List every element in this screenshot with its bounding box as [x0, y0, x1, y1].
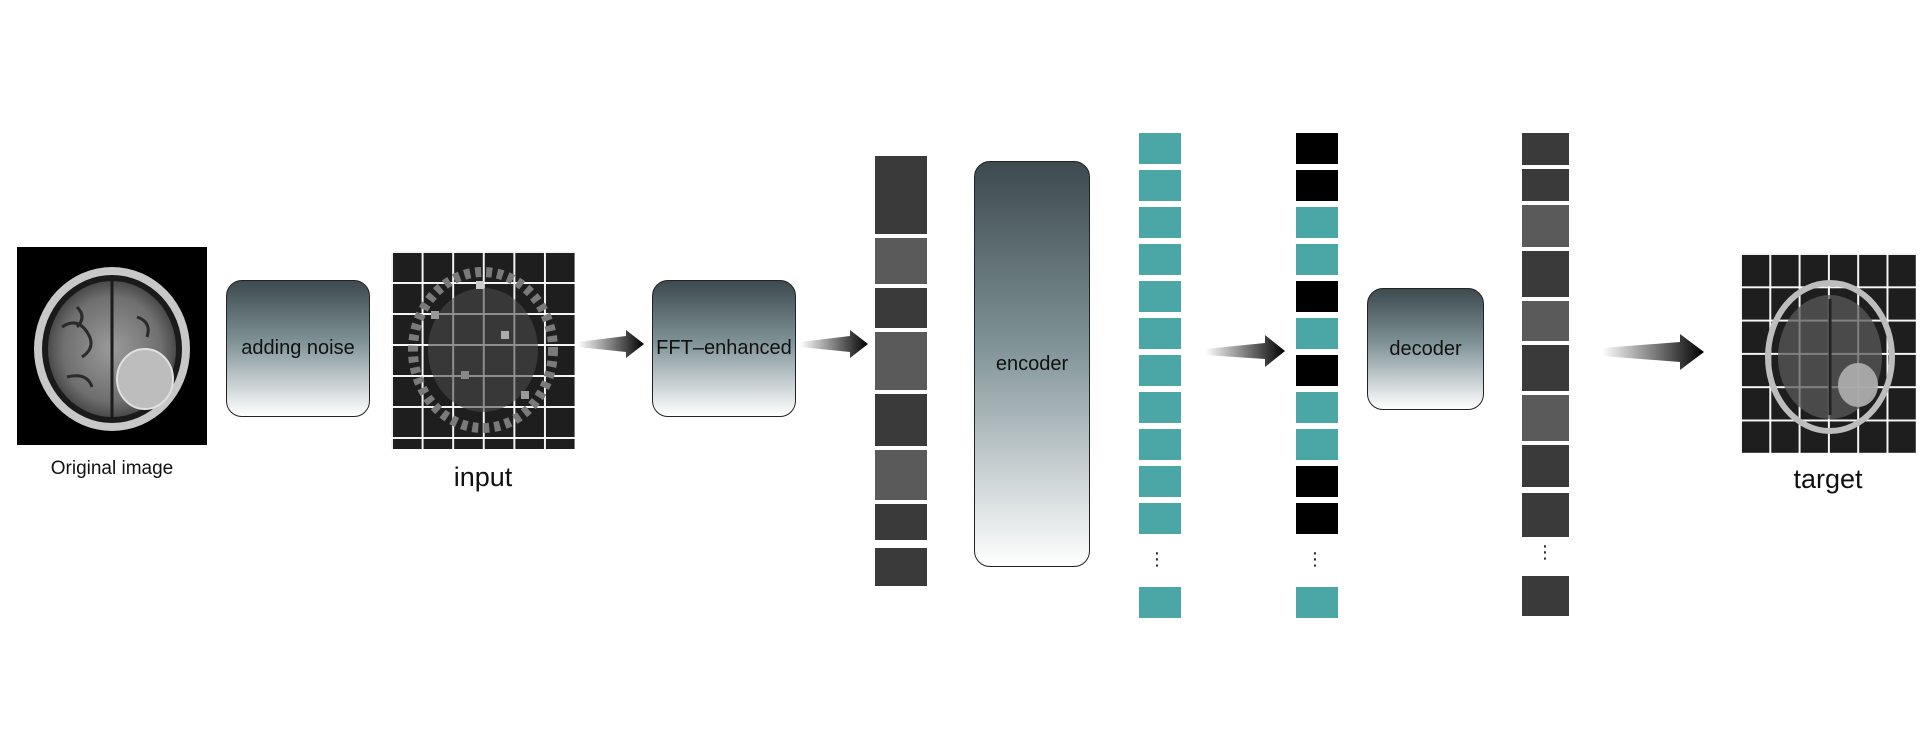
- original-image: [17, 247, 207, 445]
- token-teal: [1139, 133, 1181, 164]
- token-teal: [1139, 503, 1181, 534]
- token-teal: [1139, 466, 1181, 497]
- token-black: [1296, 466, 1338, 497]
- token-teal: [1139, 355, 1181, 386]
- decoder-label: decoder: [1389, 337, 1462, 360]
- patch: [875, 394, 927, 446]
- token-teal: [1139, 429, 1181, 460]
- masked-token-column: [1296, 133, 1338, 618]
- arrow-3-icon: [1205, 335, 1285, 367]
- encoder-token-last: [1139, 587, 1181, 618]
- token-teal: [1139, 281, 1181, 312]
- token-teal: [1139, 170, 1181, 201]
- token-teal: [1139, 392, 1181, 423]
- masked-token-ellipsis: ⋮: [1306, 549, 1324, 569]
- patch: [875, 504, 927, 540]
- patch: [1522, 493, 1569, 537]
- encoder-box: encoder: [974, 161, 1090, 567]
- fft-enhanced-box: FFT–enhanced: [652, 280, 796, 417]
- token-teal: [1296, 244, 1338, 275]
- token-black: [1296, 355, 1338, 386]
- token-black: [1296, 281, 1338, 312]
- original-image-label: Original image: [50, 458, 174, 479]
- encoder-token-ellipsis: ⋮: [1148, 549, 1166, 569]
- noise-pattern: [408, 267, 558, 433]
- output-patch-last: [1522, 576, 1569, 616]
- target-image: [1740, 253, 1916, 453]
- output-patch-ellipsis: ⋮: [1536, 542, 1554, 562]
- token-teal: [1296, 207, 1338, 238]
- token-teal: [1296, 392, 1338, 423]
- patch: [1522, 169, 1569, 201]
- input-patch-column: [875, 156, 927, 586]
- patch: [1522, 251, 1569, 297]
- token-teal: [1139, 318, 1181, 349]
- encoder-label: encoder: [995, 352, 1069, 375]
- token-black: [1296, 503, 1338, 534]
- patch: [875, 332, 927, 390]
- patch: [875, 450, 927, 500]
- token-black: [1296, 133, 1338, 164]
- adding-noise-label: adding noise: [241, 337, 355, 359]
- token-teal: [1296, 429, 1338, 460]
- token-teal: [1139, 244, 1181, 275]
- arrow-2-icon: [800, 330, 868, 358]
- arrow-4-icon: [1602, 334, 1704, 370]
- patch: [1522, 301, 1569, 341]
- fft-enhanced-label: FFT–enhanced: [656, 337, 792, 359]
- encoder-token-column: [1139, 133, 1181, 618]
- output-patch-column: [1522, 133, 1569, 537]
- patch: [875, 156, 927, 234]
- patch: [1522, 205, 1569, 247]
- decoder-box: decoder: [1367, 288, 1484, 410]
- token-black: [1296, 170, 1338, 201]
- patch: [875, 288, 927, 328]
- masked-token-last: [1296, 587, 1338, 618]
- patch: [1522, 395, 1569, 441]
- brain-mri-image: [34, 267, 190, 431]
- token-teal: [1139, 207, 1181, 238]
- patch: [1522, 345, 1569, 391]
- patch: [1522, 445, 1569, 487]
- input-noisy-image: [391, 251, 575, 449]
- adding-noise-box: adding noise: [226, 280, 370, 417]
- patch: [875, 548, 927, 586]
- input-label: input: [453, 462, 513, 492]
- target-label: target: [1793, 464, 1863, 494]
- brain-mri-target: [1765, 280, 1895, 434]
- token-teal: [1296, 318, 1338, 349]
- patch: [1522, 133, 1569, 165]
- patch: [875, 238, 927, 284]
- arrow-1-icon: [578, 330, 644, 358]
